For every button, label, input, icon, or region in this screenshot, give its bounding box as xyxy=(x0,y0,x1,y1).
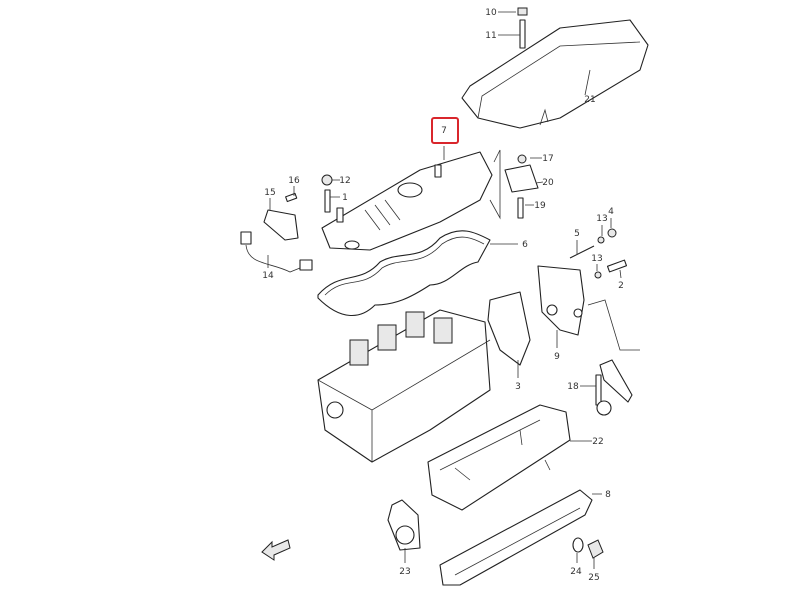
front-arrow-icon xyxy=(261,539,291,561)
part-fasteners[interactable] xyxy=(285,154,628,279)
part-bracket-18[interactable] xyxy=(595,359,633,416)
part-cover-8[interactable] xyxy=(439,489,593,586)
callout-21[interactable]: 21 xyxy=(584,95,595,105)
highlight-box xyxy=(431,117,459,144)
callout-20[interactable]: 20 xyxy=(542,178,554,188)
callout-1[interactable]: 1 xyxy=(342,193,348,203)
callout-5[interactable]: 5 xyxy=(574,229,580,239)
part-timing-cover-22[interactable] xyxy=(427,404,571,511)
part-cylinder-head[interactable] xyxy=(317,309,491,463)
callout-4[interactable]: 4 xyxy=(608,207,614,217)
callout-12[interactable]: 12 xyxy=(339,176,350,186)
part-sensor-15-14[interactable] xyxy=(240,209,313,273)
callout-11[interactable]: 11 xyxy=(485,31,496,41)
callout-2[interactable]: 2 xyxy=(618,281,624,291)
callout-3[interactable]: 3 xyxy=(515,382,521,392)
callout-8[interactable]: 8 xyxy=(605,490,611,500)
part-cylinder-head-cover[interactable] xyxy=(321,151,493,251)
part-head-cover-gasket[interactable] xyxy=(317,230,491,317)
callout-19[interactable]: 19 xyxy=(534,201,546,211)
callout-16[interactable]: 16 xyxy=(288,176,300,186)
callout-24[interactable]: 24 xyxy=(570,567,582,577)
part-bracket-9[interactable] xyxy=(537,265,585,336)
callout-7[interactable]: 7 xyxy=(441,126,447,136)
callout-22[interactable]: 22 xyxy=(592,437,603,447)
leader-lines xyxy=(267,11,640,569)
part-bolt-10-11[interactable] xyxy=(517,7,528,49)
callout-18[interactable]: 18 xyxy=(567,382,579,392)
callout-9[interactable]: 9 xyxy=(554,352,560,362)
callout-13[interactable]: 13 xyxy=(591,254,602,264)
part-engine-cover[interactable] xyxy=(461,19,649,129)
callout-15[interactable]: 15 xyxy=(264,188,275,198)
part-gasket-3[interactable] xyxy=(487,291,531,366)
callout-17[interactable]: 17 xyxy=(542,154,553,164)
callout-14[interactable]: 14 xyxy=(262,271,274,281)
callout-25[interactable]: 25 xyxy=(588,573,599,583)
part-24-25[interactable] xyxy=(572,537,604,559)
callout-13[interactable]: 13 xyxy=(596,214,607,224)
callout-10[interactable]: 10 xyxy=(485,8,497,18)
part-23[interactable] xyxy=(387,499,421,551)
callout-23[interactable]: 23 xyxy=(399,567,410,577)
callout-6[interactable]: 6 xyxy=(522,240,528,250)
